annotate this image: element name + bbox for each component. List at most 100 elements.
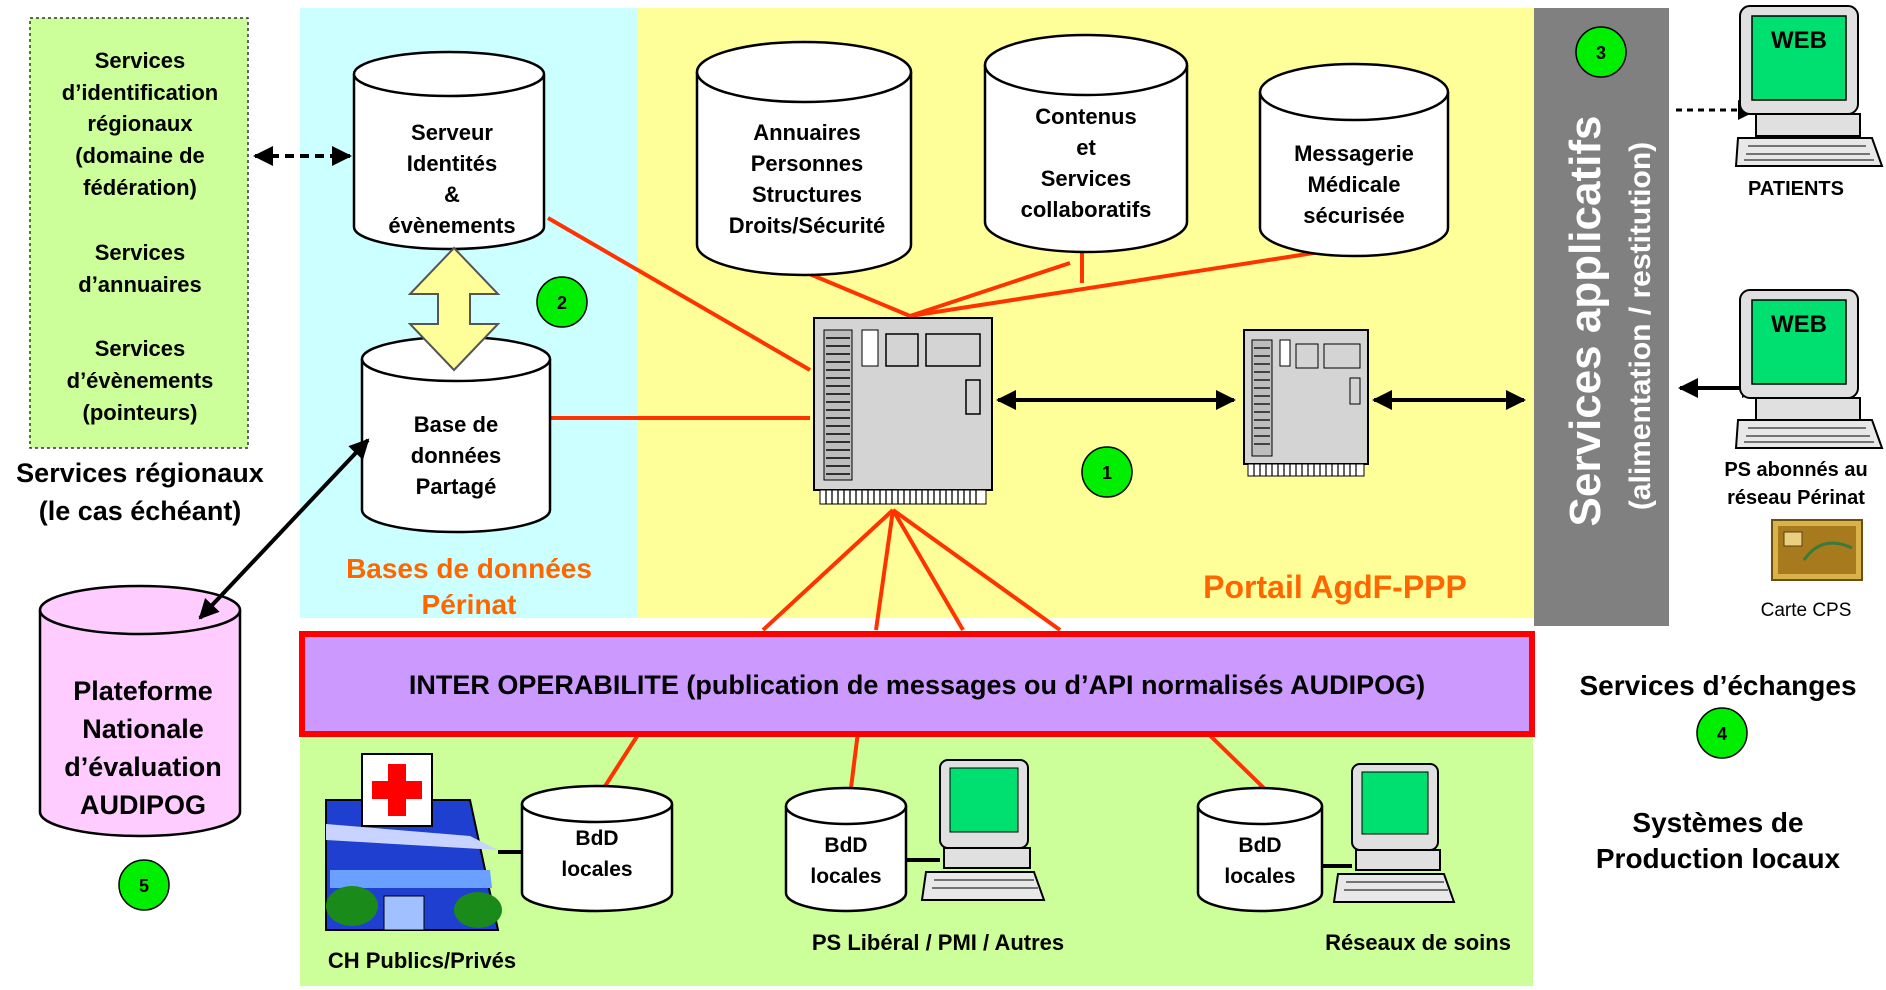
label-line: (pointeurs) xyxy=(83,400,198,425)
cps-card-icon xyxy=(1771,519,1863,581)
label-line: Droits/Sécurité xyxy=(729,213,886,238)
label-line: Services xyxy=(95,48,186,73)
bdd-ps-label: BdD locales xyxy=(810,834,881,888)
main-server-icon xyxy=(813,317,993,505)
label-line: Annuaires xyxy=(753,120,861,145)
label-line: locales xyxy=(810,865,881,888)
regional-services-box xyxy=(29,17,249,449)
gray-services-panel xyxy=(1534,8,1669,626)
badge-1-label: 1 xyxy=(1102,463,1112,483)
ps-abonnes-line-2: réseau Périnat xyxy=(1727,487,1865,509)
badge-1: 1 xyxy=(1081,446,1133,498)
serveur-identites-cylinder xyxy=(352,50,546,251)
hospital-icon xyxy=(325,753,502,931)
secondary-server-icon xyxy=(1243,329,1369,477)
label-line: Structures xyxy=(752,182,862,207)
label-line: (domaine de xyxy=(75,143,205,168)
label-line: Identités xyxy=(407,151,497,176)
label-line: d’identification xyxy=(62,80,218,105)
label-line: BdD xyxy=(575,827,618,850)
label-line: Services xyxy=(95,240,186,265)
label-line: locales xyxy=(1224,865,1295,888)
systemes-line-2: Production locaux xyxy=(1596,843,1841,874)
regional-caption: Services régionaux (le cas échéant) xyxy=(16,458,264,526)
regional-services-text: Services d’identification régionaux (dom… xyxy=(62,48,218,425)
patients-computer-icon xyxy=(1734,5,1884,167)
interop-banner xyxy=(299,631,1535,737)
messagerie-cylinder xyxy=(1258,62,1450,258)
label-line: Base de xyxy=(414,412,498,437)
bdd-reseaux-label: BdD locales xyxy=(1224,834,1295,888)
label-line: BdD xyxy=(824,834,867,857)
black-arrows xyxy=(198,100,1762,620)
label-line: évènements xyxy=(388,213,515,238)
base-donnees-label: Base de données Partagé xyxy=(411,412,501,499)
patients-label: PATIENTS xyxy=(1748,178,1844,200)
plateforme-label: Plateforme Nationale d’évaluation AUDIPO… xyxy=(64,676,222,820)
contenus-label: Contenus et Services collaboratifs xyxy=(1021,104,1152,222)
label-line: BdD xyxy=(1238,834,1281,857)
plateforme-audipog-cylinder xyxy=(38,584,242,838)
label-line: Personnes xyxy=(751,151,864,176)
patients-web-label: WEB xyxy=(1771,27,1827,54)
label-line: d’annuaires xyxy=(78,272,201,297)
ps-liberal-computer-icon xyxy=(920,759,1046,901)
label-line: sécurisée xyxy=(1303,203,1405,228)
badge-4: 4 xyxy=(1696,707,1748,759)
label-line: Services régionaux xyxy=(16,458,264,488)
messagerie-label: Messagerie Médicale sécurisée xyxy=(1294,141,1414,228)
label-line: Serveur xyxy=(411,120,493,145)
label-line: Plateforme xyxy=(73,676,213,706)
annuaires-label: Annuaires Personnes Structures Droits/Sé… xyxy=(729,120,886,238)
badge-5-label: 5 xyxy=(139,876,149,896)
interop-label: INTER OPERABILITE (publication de messag… xyxy=(409,670,1425,700)
label-line: Périnat xyxy=(422,589,517,620)
ch-label: CH Publics/Privés xyxy=(328,948,516,973)
databases-caption: Bases de données Périnat xyxy=(346,553,592,620)
sync-double-arrow xyxy=(407,246,501,372)
services-applicatifs-title: Services applicatifs xyxy=(1561,116,1610,527)
ps-computer-icon xyxy=(1734,289,1884,449)
badge-2: 2 xyxy=(536,276,588,328)
label-line: Services xyxy=(95,336,186,361)
services-applicatifs-subtitle: (alimentation / restitution) xyxy=(1624,142,1657,510)
serveur-identites-label: Serveur Identités & évènements xyxy=(388,120,515,238)
label-line: Nationale xyxy=(82,714,204,744)
bdd-locales-ps-cylinder xyxy=(784,786,908,913)
annuaires-cylinder xyxy=(695,40,913,277)
label-line: Messagerie xyxy=(1294,141,1414,166)
local-connectors xyxy=(498,850,1352,868)
label-line: données xyxy=(411,443,501,468)
badge-3: 3 xyxy=(1575,26,1627,78)
portal-caption: Portail AgdF-PPP xyxy=(1203,569,1467,605)
ps-abonnes-line-1: PS abonnés au xyxy=(1724,459,1867,481)
badge-2-label: 2 xyxy=(557,293,567,313)
reseaux-label: Réseaux de soins xyxy=(1325,930,1511,955)
services-echanges-label: Services d’échanges xyxy=(1579,670,1856,701)
bdd-ch-label: BdD locales xyxy=(561,827,632,881)
systemes-line-1: Systèmes de xyxy=(1632,807,1803,838)
label-line: locales xyxy=(561,858,632,881)
label-line: collaboratifs xyxy=(1021,197,1152,222)
ps-web-label: WEB xyxy=(1771,311,1827,338)
label-line: régionaux xyxy=(87,111,193,136)
label-line: d’évènements xyxy=(67,368,214,393)
ps-liberal-label: PS Libéral / PMI / Autres xyxy=(812,930,1064,955)
label-line: & xyxy=(444,182,460,207)
label-line: (le cas échéant) xyxy=(39,496,242,526)
bdd-locales-reseaux-cylinder xyxy=(1196,786,1324,913)
label-line: et xyxy=(1076,135,1096,160)
label-line: Services xyxy=(1041,166,1132,191)
connection-lines xyxy=(530,216,1321,798)
label-line: Contenus xyxy=(1035,104,1136,129)
label-line: Partagé xyxy=(416,474,497,499)
cps-card-label: Carte CPS xyxy=(1761,600,1852,621)
label-line: Bases de données xyxy=(346,553,592,584)
badge-5: 5 xyxy=(118,859,170,911)
reseaux-computer-icon xyxy=(1332,763,1456,903)
label-line: AUDIPOG xyxy=(80,790,206,820)
label-line: Médicale xyxy=(1308,172,1401,197)
label-line: fédération) xyxy=(83,175,197,200)
label-line: d’évaluation xyxy=(64,752,222,782)
